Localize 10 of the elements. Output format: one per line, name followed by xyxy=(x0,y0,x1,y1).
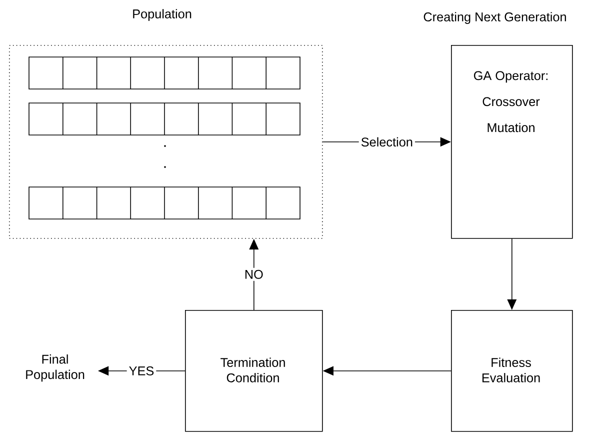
operator-box: Creating Next Generation GA Operator: Crossover Mutation xyxy=(424,12,573,239)
process-box: Termination Condition xyxy=(185,310,323,432)
process-box: Fitness Evaluation xyxy=(451,310,573,432)
output-text: Final Population xyxy=(26,354,84,382)
edge-label: YES xyxy=(126,364,156,378)
edge-label: Selection xyxy=(358,135,415,149)
node-label: Creating Next Generation xyxy=(424,12,566,24)
population-box: Population xyxy=(9,9,323,239)
edge-label: NO xyxy=(242,268,266,281)
node-label: Population xyxy=(133,9,192,21)
